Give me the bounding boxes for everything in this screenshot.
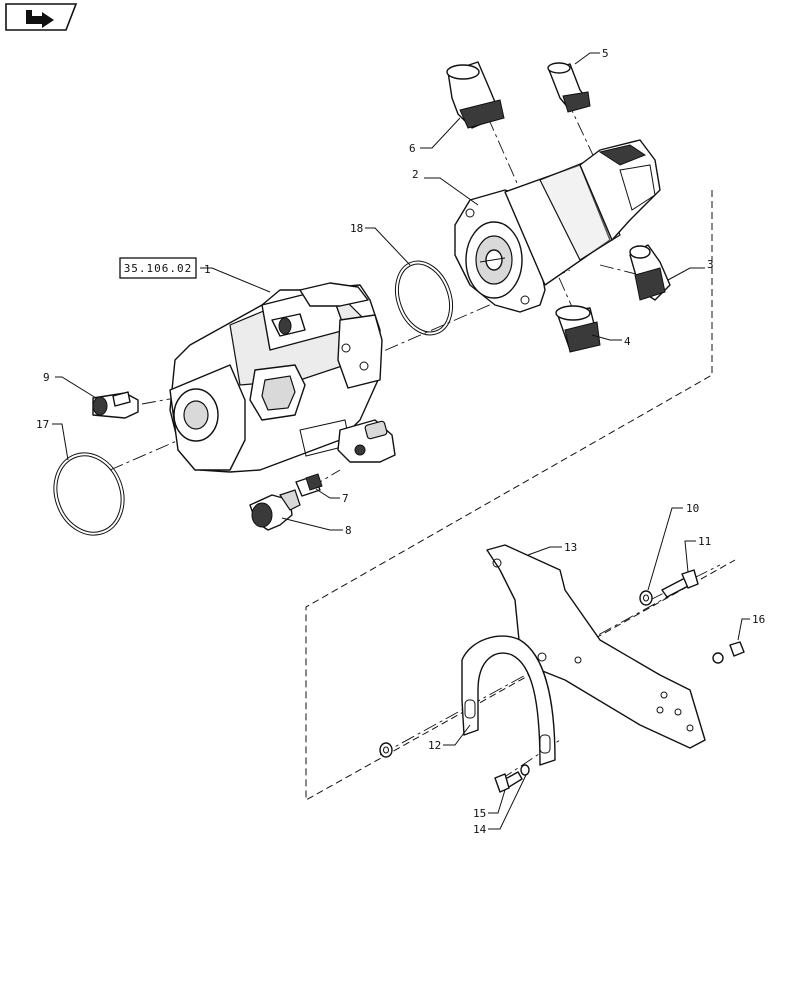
nav-button[interactable] (5, 3, 78, 31)
callout-17: 17 (36, 418, 49, 431)
callout-3: 3 (707, 258, 714, 271)
callout-6: 6 (409, 142, 416, 155)
callout-18: 18 (350, 222, 363, 235)
o-ring-large (53, 452, 125, 536)
nipple-fitting (295, 473, 323, 497)
callout-9: 9 (43, 371, 50, 384)
callout-2: 2 (412, 168, 419, 181)
callouts: 1 2 3 4 5 6 7 8 9 10 11 12 13 14 15 16 1… (36, 47, 765, 836)
mounting-bracket (486, 544, 706, 749)
reference-box[interactable]: 35.106.02 (119, 257, 197, 279)
reference-box-text: 35.106.02 (124, 262, 193, 275)
bolt-15 (494, 771, 523, 793)
elbow-fitting (629, 244, 671, 301)
fitting-small-top (547, 62, 591, 113)
assembly-boundary (305, 190, 736, 801)
o-ring-small (394, 260, 454, 336)
fitting-bottom (555, 305, 601, 353)
callout-4: 4 (624, 335, 631, 348)
callout-15: 15 (473, 807, 486, 820)
callout-14: 14 (473, 823, 487, 836)
fitting-large (446, 61, 505, 129)
callout-8: 8 (345, 524, 352, 537)
washer-12 (379, 742, 393, 758)
hydraulic-pump (169, 282, 396, 473)
elbow-90 (249, 489, 301, 531)
washer-16 (712, 652, 724, 664)
callout-16: 16 (752, 613, 765, 626)
u-bracket (461, 635, 556, 766)
page-flip-arrow-icon (26, 10, 54, 28)
washer-10 (639, 590, 653, 606)
bolt-11 (661, 569, 699, 598)
washer-14 (520, 764, 530, 776)
callout-13: 13 (564, 541, 577, 554)
motor-assembly (454, 139, 661, 313)
callout-1: 1 (204, 263, 211, 276)
callout-12: 12 (428, 739, 441, 752)
tee-fitting (92, 391, 139, 419)
leader-lines (52, 52, 750, 830)
callout-7: 7 (342, 492, 349, 505)
callout-5: 5 (602, 47, 609, 60)
nut-16 (729, 641, 745, 657)
callout-10: 10 (686, 502, 699, 515)
callout-11: 11 (698, 535, 711, 548)
